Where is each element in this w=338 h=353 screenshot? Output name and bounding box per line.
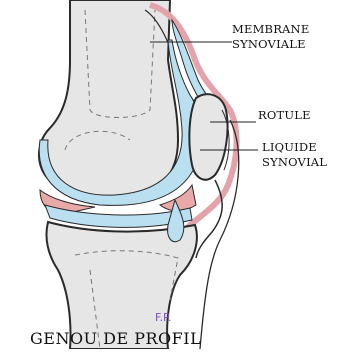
patella [189,94,227,180]
label-liquide-line2: SYNOVIAL [262,155,327,169]
diagram-title: GENOU DE PROFIL [30,329,201,348]
author-signature: F.P. [155,311,171,324]
label-rotule: ROTULE [258,108,311,122]
label-membrane-line2: SYNOVIALE [232,37,306,51]
label-liquide-line1: LIQUIDE [262,140,317,154]
label-membrane-line1: MEMBRANE [232,22,309,36]
femur-bone [39,0,178,200]
